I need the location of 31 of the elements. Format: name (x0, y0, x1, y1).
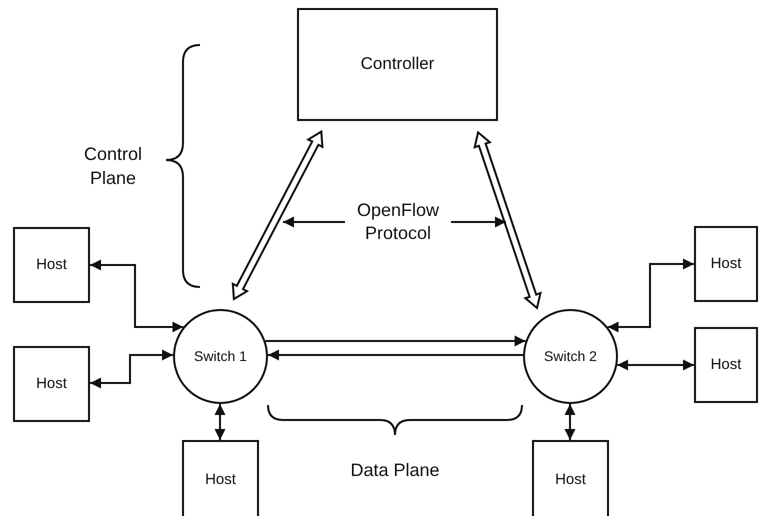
connector-arrow (564, 404, 576, 440)
annotation-text: OpenFlow Protocol (345, 199, 451, 245)
hollow-double-arrow (232, 130, 324, 301)
node-label: Host (205, 470, 236, 490)
node-box (13, 227, 90, 303)
leader-arrow (451, 216, 506, 228)
connector-arrow (268, 350, 523, 360)
connector-arrow (617, 360, 694, 370)
hollow-double-arrow (473, 130, 542, 310)
connector-arrow (265, 336, 526, 346)
plane-label: Data Plane (349, 459, 441, 482)
node-label: Host (710, 355, 742, 375)
node-box (694, 327, 758, 403)
connector-arrow (608, 258, 694, 332)
node-label: Controller (360, 53, 434, 76)
node-label: Host (555, 470, 586, 490)
node-label: Host (710, 254, 742, 274)
node-box (13, 346, 90, 422)
connector-arrow (90, 350, 173, 388)
node-box (182, 440, 259, 516)
node-label: Switch 1 (194, 347, 247, 366)
node-box (297, 8, 498, 121)
leader-arrow (283, 216, 345, 228)
node-box (532, 440, 609, 516)
node-label: Switch 2 (544, 347, 597, 366)
connector-arrow (214, 404, 226, 440)
node-box (694, 226, 758, 302)
node-label: Host (36, 255, 67, 275)
plane-label: Control Plane (82, 143, 144, 190)
connector-arrow (90, 260, 184, 332)
node-label: Host (36, 374, 67, 394)
